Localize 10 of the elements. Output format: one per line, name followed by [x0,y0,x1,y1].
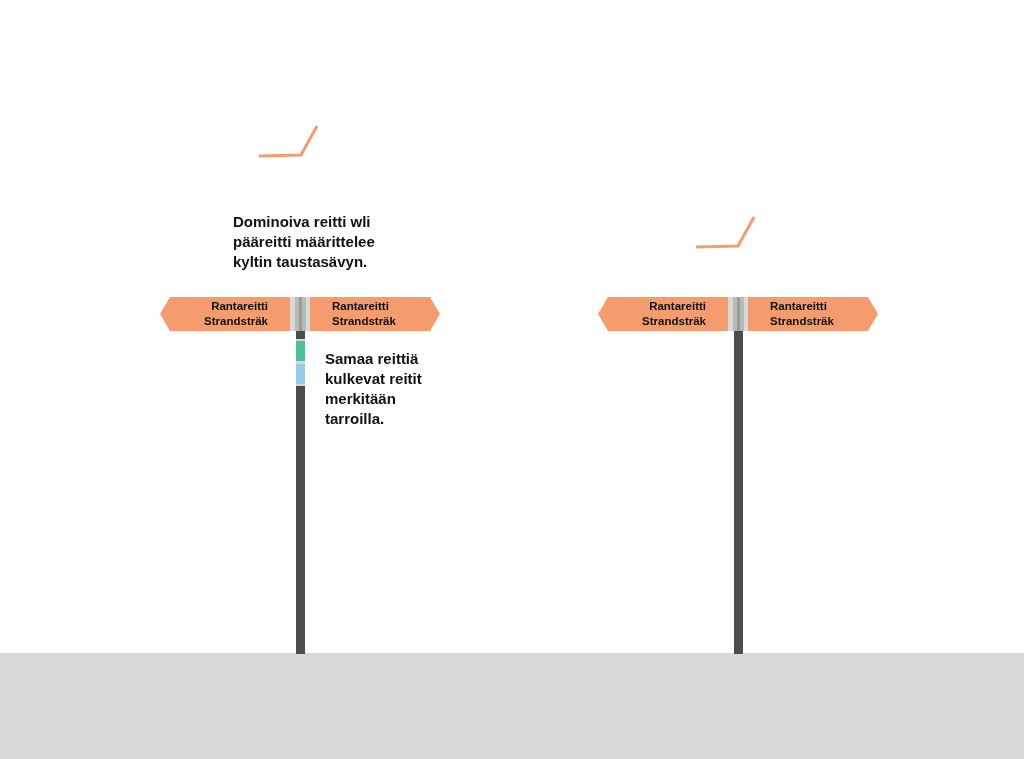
sign-text: Rantareitti Strandsträk [641,299,706,329]
direction-sign [160,297,290,331]
sign-text: Rantareitti Strandsträk [203,299,268,329]
direction-sign [748,297,878,331]
annotation-text: Samaa reittiä kulkevat reitit merkitään tarroilla. [325,349,423,429]
direction-sign [598,297,728,331]
direction-sign [310,297,440,331]
sign-text: Rantareitti Strandsträk [770,299,835,329]
sign-text: Rantareitti Strandsträk [332,299,397,329]
annotation-text: Dominoiva reitti wli pääreitti määrittelee kyltin taustasävyn. [233,212,376,272]
